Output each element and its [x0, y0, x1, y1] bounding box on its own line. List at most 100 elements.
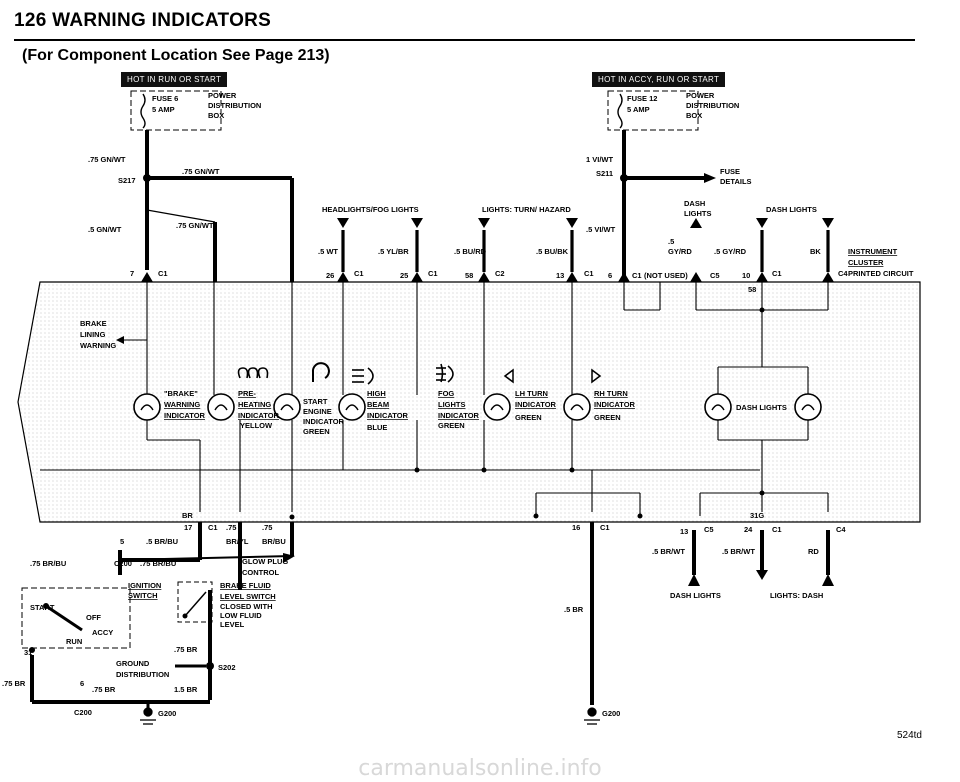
splice-link — [146, 209, 216, 223]
wire-viwt-5: .5 VI/WT — [586, 225, 616, 234]
turn-hazard-label: LIGHTS: TURN/ HAZARD — [482, 205, 571, 214]
right-supply-wires — [622, 130, 704, 282]
left-supply-wires — [145, 130, 294, 282]
fuse-12-label: FUSE 12 — [627, 94, 657, 103]
brake-fluid-pivot — [182, 613, 188, 619]
dash-top-3: DASH LIGHTS — [766, 205, 817, 214]
fuse-6-label: FUSE 6 — [152, 94, 178, 103]
wire-gnwt-5: .5 GN/WT — [88, 225, 122, 234]
ign-start: START — [30, 603, 55, 612]
start-eng-1: START — [303, 397, 328, 406]
conn-c1-d: C1 — [584, 269, 594, 278]
pin-5: 5 — [120, 537, 124, 546]
ignition-terminal-31 — [29, 647, 35, 653]
page-subtitle: (For Component Location See Page 213) — [22, 47, 330, 64]
start-engine-symbol-icon — [311, 362, 330, 382]
conn-c200-b: C200 — [74, 708, 92, 717]
headlights-label: HEADLIGHTS/FOG LIGHTS — [322, 205, 419, 214]
conn-c5-b: C5 — [704, 525, 714, 534]
lh-turn-2: INDICATOR — [515, 400, 557, 409]
pdb-right-1: POWER — [686, 91, 715, 100]
preheat-3: INDICATOR — [238, 411, 280, 420]
wire-br75-left: .75 BR — [2, 679, 26, 688]
glow-plug-symbol-icon — [237, 367, 269, 379]
fog-2: LIGHTS — [438, 400, 466, 409]
bulb-filaments — [140, 404, 815, 411]
preheat-2: HEATING — [238, 400, 271, 409]
ignition-2: SWITCH — [128, 591, 158, 600]
wire-brbu-75-b: .75 BR/BU — [140, 559, 176, 568]
splice-s217-label: S217 — [118, 176, 136, 185]
ignition-1: IGNITION — [128, 581, 161, 590]
hot-tag-left: HOT IN RUN OR START — [121, 72, 228, 87]
conn-c1-c: C1 — [428, 269, 438, 278]
rd-arrow-icon — [822, 574, 834, 586]
ground-g200-a: G200 — [158, 709, 176, 718]
brake-fluid-contact — [184, 591, 207, 617]
conn-c1-f: C1 — [772, 269, 782, 278]
brake-fluid-3: CLOSED WITH — [220, 602, 273, 611]
indicator-bulbs — [133, 393, 822, 421]
wire-brbu-left: .75 BR/BU — [30, 559, 66, 568]
pdb-right-2: DISTRIBUTION — [686, 101, 739, 110]
feed-arrows — [337, 218, 834, 228]
conn-c5: C5 — [710, 271, 720, 280]
dash-top-1: DASH — [684, 199, 705, 208]
ignition-contact-arm — [45, 604, 83, 632]
ground-g200-b: G200 — [602, 709, 620, 718]
wire-gnwt-75-c: .75 GN/WT — [176, 221, 214, 230]
wire-bk: BK — [810, 247, 821, 256]
wire-rd: RD — [808, 547, 819, 556]
high-beam-4: BLUE — [367, 423, 387, 432]
high-beam-3: INDICATOR — [367, 411, 409, 420]
wire-br5-mid: .5 BR — [564, 605, 584, 614]
ground-dist-1: GROUND — [116, 659, 150, 668]
wire-gyrd5: .5 GY/RD — [714, 247, 747, 256]
pin-24: 24 — [744, 525, 753, 534]
start-eng-2: ENGINE — [303, 407, 332, 416]
high-beam-2: BEAM — [367, 400, 389, 409]
trace-junctions — [289, 307, 765, 520]
fog-3: INDICATOR — [438, 411, 480, 420]
lh-turn-3: GREEN — [515, 413, 542, 422]
wire-gnwt-75-b: .75 GN/WT — [182, 167, 220, 176]
fuse-12-icon — [617, 93, 623, 129]
page-title: 126 WARNING INDICATORS — [14, 10, 272, 31]
splice-s202-label: S202 — [218, 663, 236, 672]
ground-g200-right-icon — [584, 707, 600, 725]
pin-10: 10 — [742, 271, 750, 280]
lights-dash-arrow-icon — [756, 570, 768, 580]
splice-s217 — [143, 174, 151, 182]
dash-lights-bottom: DASH LIGHTS — [670, 591, 721, 600]
upper-feed-wires — [341, 230, 830, 272]
rh-turn-2: INDICATOR — [594, 400, 636, 409]
dash-top-2: LIGHTS — [684, 209, 712, 218]
brake-ind-3: INDICATOR — [164, 411, 206, 420]
pin-7: 7 — [130, 269, 134, 278]
pin-25: 25 — [400, 271, 408, 280]
brake-ind-1: "BRAKE" — [164, 389, 198, 398]
conn-c2: C2 — [495, 269, 505, 278]
right-arrow-icon — [591, 368, 602, 384]
pin-58: 58 — [465, 271, 473, 280]
ign-accy: ACCY — [92, 628, 113, 637]
conn-c1-h: C1 — [600, 523, 610, 532]
fuse-6-amp: 5 AMP — [152, 105, 175, 114]
fog-light-symbol-icon — [436, 363, 454, 383]
glow-plug-arrow-icon — [283, 553, 295, 563]
wire-br75: .75 BR — [174, 645, 198, 654]
left-arrow-icon — [503, 368, 514, 384]
wire-gyrd5-a: .5 — [668, 237, 674, 246]
splice-s211-label: S211 — [596, 169, 613, 178]
diagram-code: 524td — [896, 730, 922, 741]
watermark: carmanualsonline.info — [358, 756, 602, 781]
conn-c1-g: C1 — [208, 523, 218, 532]
ignition-pivot — [43, 603, 49, 609]
ground-g200-left-icon — [140, 707, 156, 725]
title-rule — [14, 39, 915, 41]
conn-c4: C4 — [838, 269, 848, 278]
start-eng-4: GREEN — [303, 427, 330, 436]
glow-plug-lead — [119, 555, 293, 561]
pin-13: 13 — [556, 271, 564, 280]
